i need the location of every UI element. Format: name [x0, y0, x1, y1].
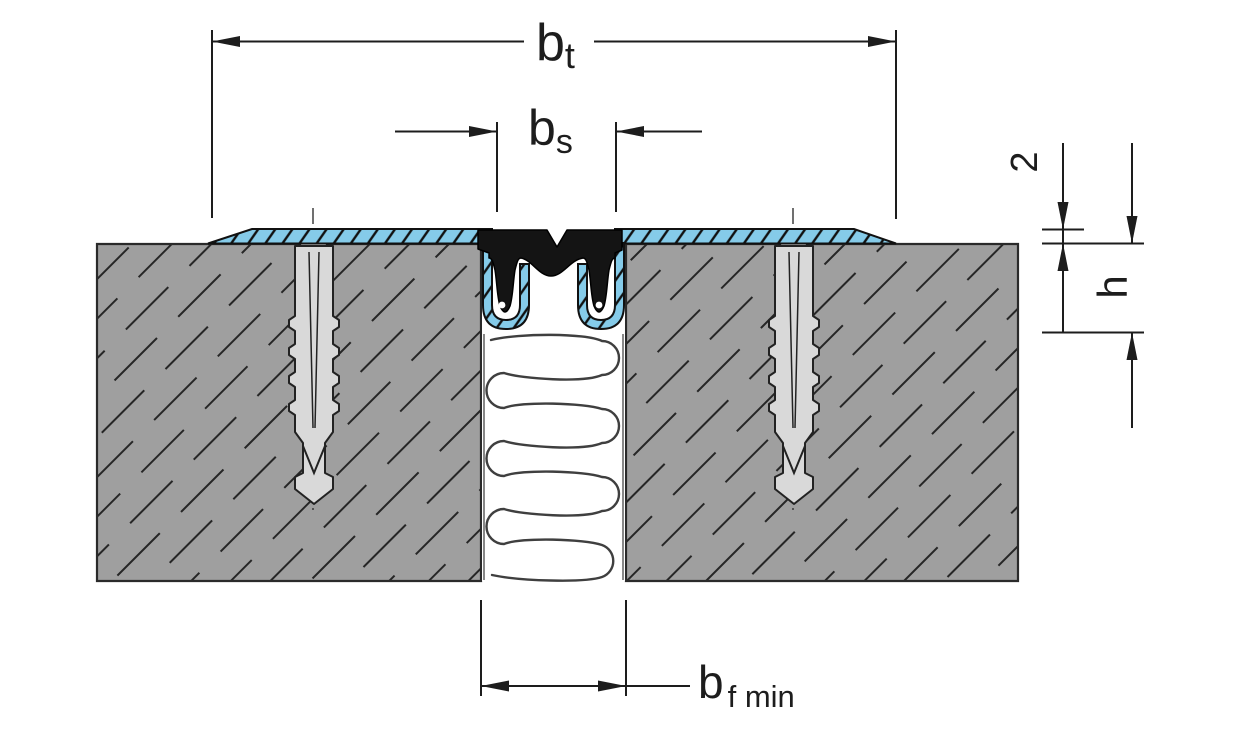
rubber-lobe-highlight-left	[498, 301, 506, 309]
label-flange-thickness: 2	[1004, 151, 1046, 172]
label-bt: bt	[536, 14, 575, 76]
rubber-lobe-highlight-right	[595, 301, 603, 309]
arrow-right-icon	[469, 126, 497, 137]
arrow-left-icon	[616, 126, 644, 137]
concrete-hatch-left	[95, 242, 483, 583]
dimension-bt	[211, 30, 897, 219]
arrow-right-icon	[868, 36, 896, 47]
dimension-bf-min	[480, 600, 690, 696]
label-bs: bs	[528, 100, 573, 161]
dimension-bs	[395, 122, 702, 212]
arrow-down-icon	[1126, 216, 1138, 244]
arrow-left-icon	[481, 680, 509, 692]
profile-flange-left-hatch	[208, 229, 492, 244]
concrete-hatch-right	[624, 242, 1020, 583]
arrow-left-icon	[212, 36, 240, 47]
foam-backing-spring	[485, 333, 621, 582]
arrow-up-icon	[1126, 332, 1138, 360]
profile-flange-right-hatch	[615, 229, 896, 244]
label-profile-height: h	[1089, 275, 1136, 298]
rubber-insert	[477, 229, 623, 313]
arrow-right-icon	[598, 680, 626, 692]
dimension-2-and-h	[1042, 143, 1144, 428]
arrow-down-icon	[1057, 202, 1069, 230]
dimension-lines	[211, 30, 1144, 696]
arrow-up-icon	[1057, 243, 1069, 271]
